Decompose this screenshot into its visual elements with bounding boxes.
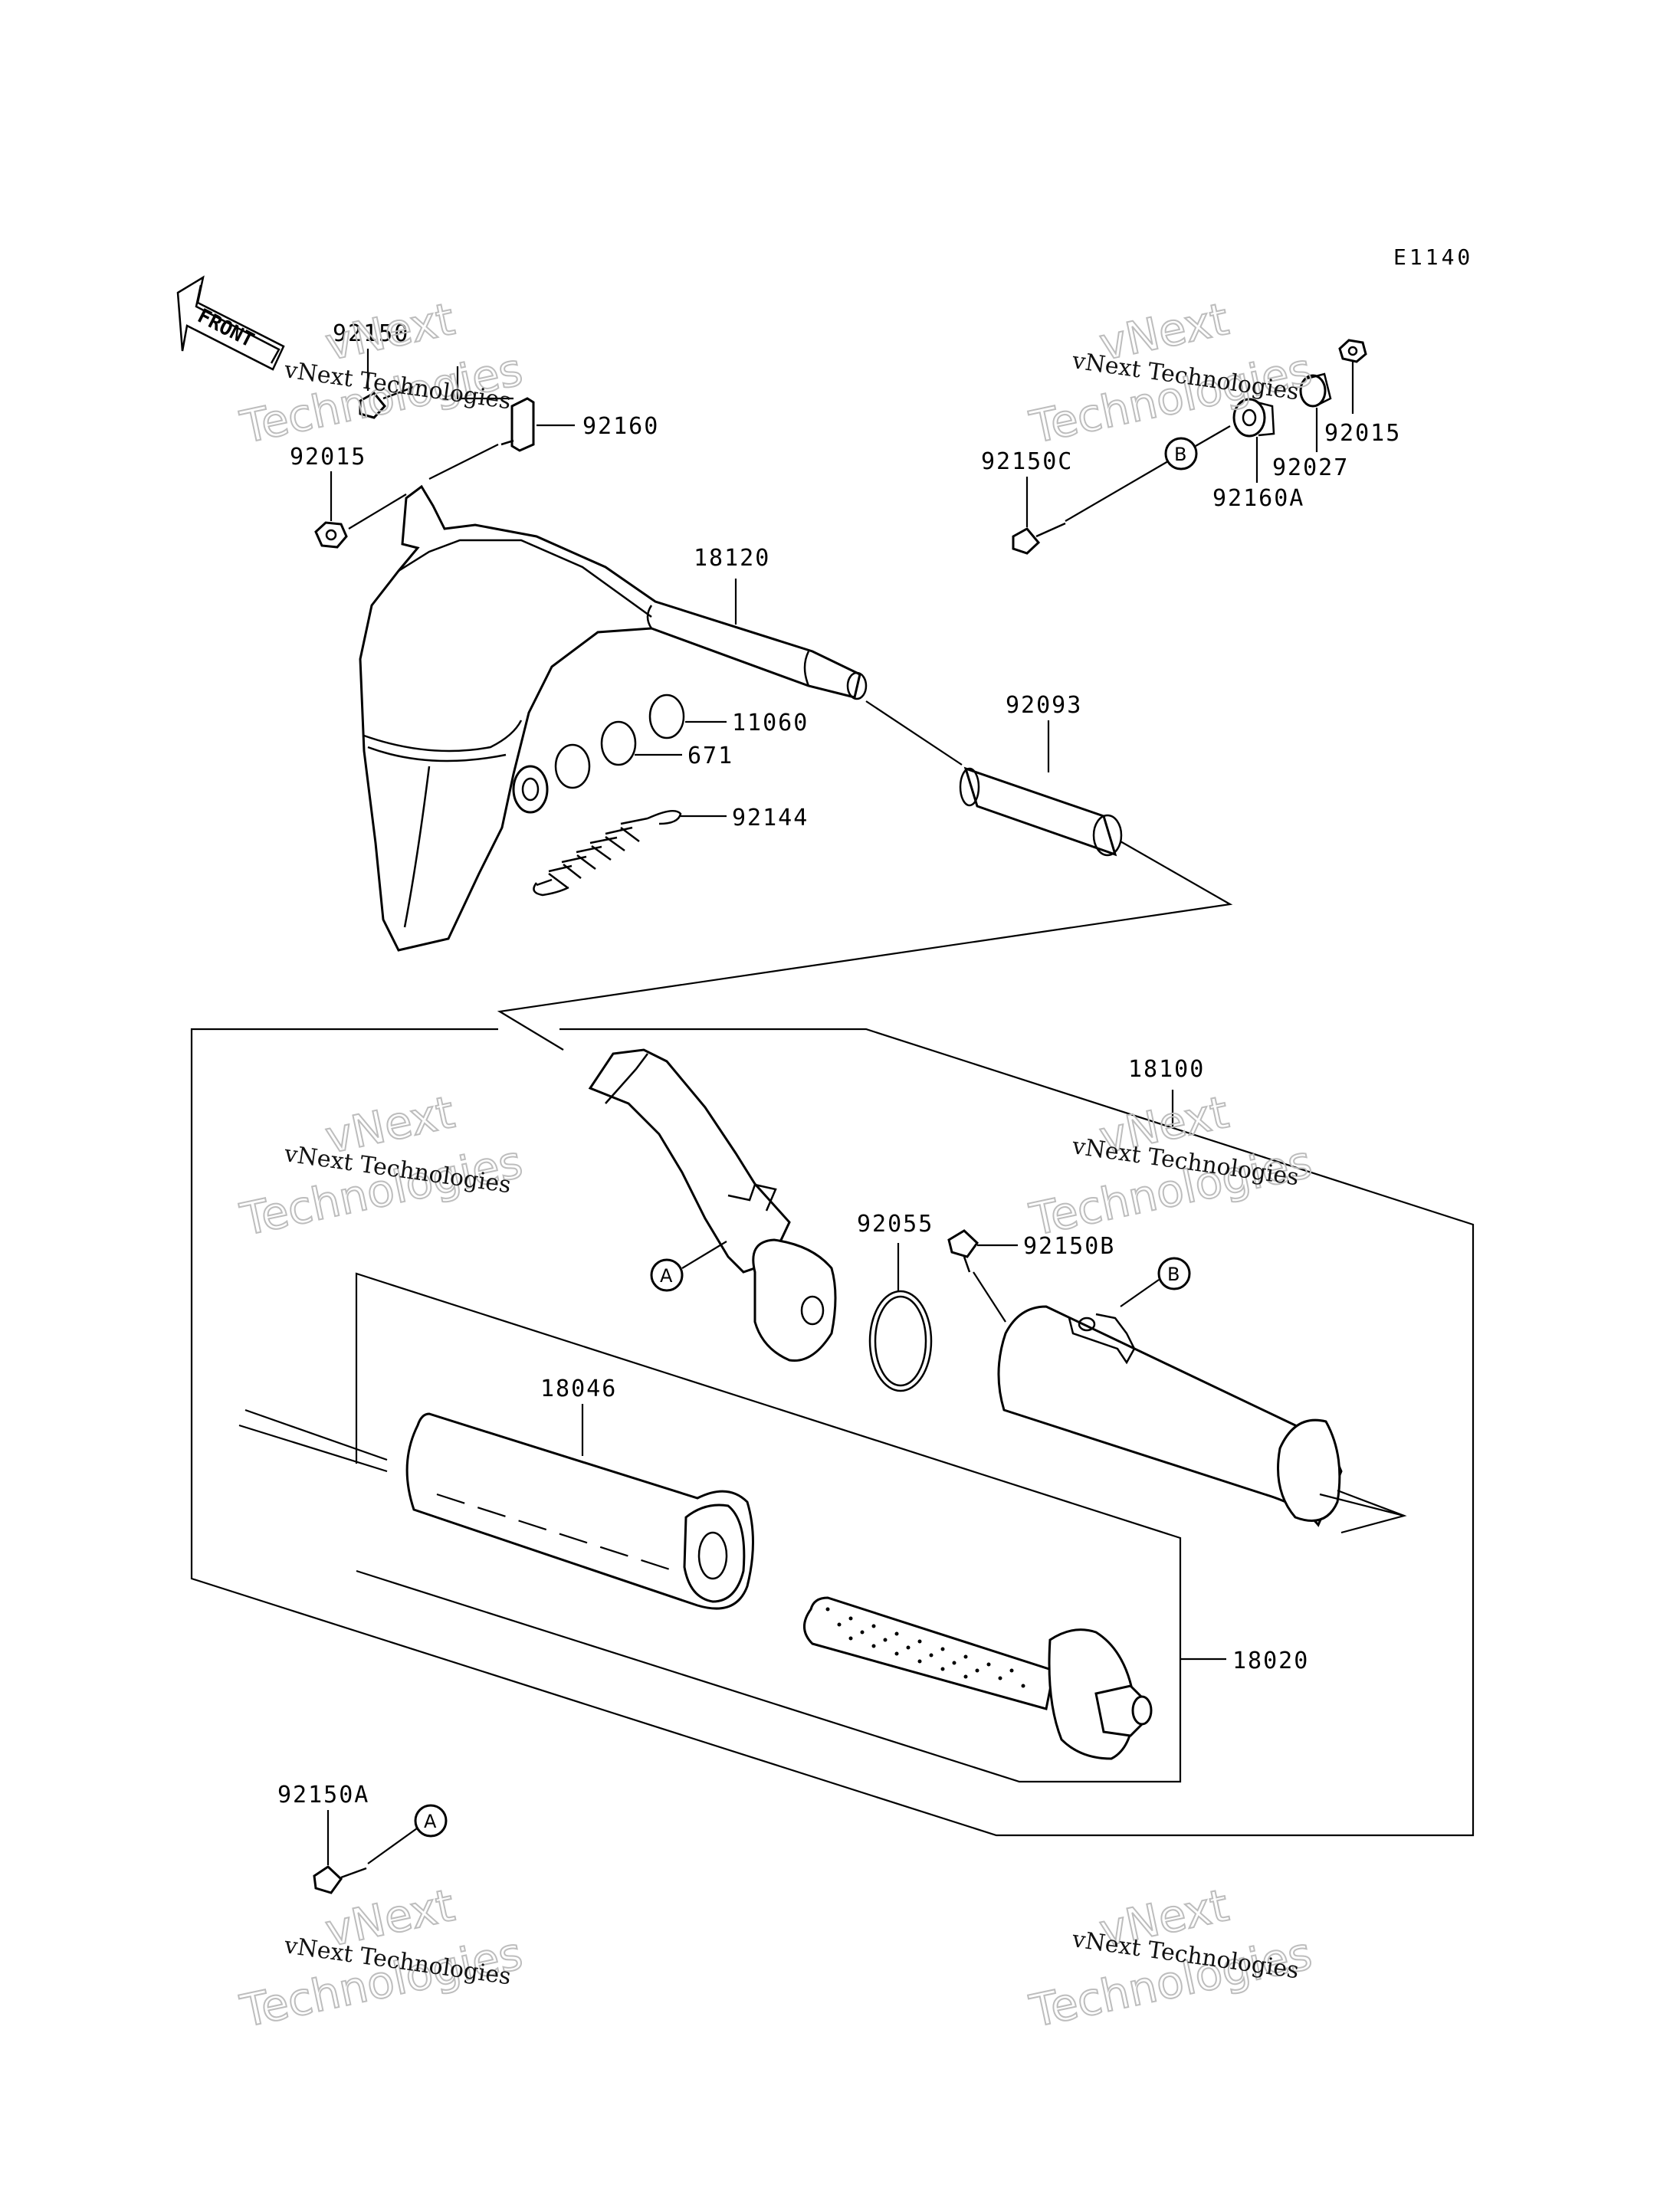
label-92150A: 92150A [277, 1782, 369, 1808]
label-92015-right: 92015 [1324, 420, 1401, 447]
nut-92015-right [1338, 339, 1367, 363]
label-92055: 92055 [857, 1211, 934, 1238]
label-92160A: 92160A [1212, 485, 1304, 512]
label-18100: 18100 [1128, 1056, 1205, 1083]
label-92093: 92093 [1006, 692, 1082, 719]
front-arrow-icon: FRONT [176, 275, 285, 371]
watermark-mid-right: vNext Technologies vNext Technologies [1025, 1085, 1317, 1247]
core-18020 [803, 1596, 1153, 1760]
insulation-18046 [405, 1412, 754, 1610]
label-11060: 11060 [732, 710, 809, 736]
bracket-92160 [500, 397, 535, 452]
o-ring-671-a [600, 720, 637, 766]
label-18020: 18020 [1232, 1648, 1309, 1674]
pipe-92093 [959, 766, 1123, 857]
o-ring-671-b [554, 743, 591, 789]
bolt-92150C [1012, 522, 1066, 555]
callout-a-bottom: A [414, 1804, 448, 1838]
label-92150B: 92150B [1023, 1233, 1115, 1260]
gasket-92055 [868, 1290, 933, 1392]
svg-text:A: A [660, 1265, 673, 1287]
bolt-92150A [313, 1865, 367, 1894]
muffler-shell [997, 1305, 1343, 1527]
svg-text:B: B [1174, 444, 1186, 465]
svg-text:B: B [1167, 1264, 1180, 1285]
bolt-92150B [947, 1229, 979, 1273]
label-92160: 92160 [582, 413, 659, 440]
watermark-top-left: vNext Technologies vNext Technologies [235, 292, 528, 454]
label-92027: 92027 [1272, 454, 1349, 481]
label-92150: 92150 [333, 320, 409, 347]
o-ring-11060 [648, 694, 685, 739]
label-671: 671 [687, 743, 733, 769]
watermark-mid-left: vNext Technologies vNext Technologies [235, 1085, 528, 1247]
callout-b-top: B [1164, 437, 1198, 471]
bolt-92150 [359, 385, 415, 419]
svg-text:A: A [424, 1811, 437, 1832]
front-pipe [588, 1048, 837, 1362]
label-92144: 92144 [732, 805, 809, 831]
watermark-bottom-left: vNext Technologies vNext Technologies [235, 1878, 528, 2038]
callout-b-muffler: B [1157, 1257, 1191, 1290]
label-18046: 18046 [540, 1376, 617, 1402]
diagram-code: E1140 [1393, 244, 1473, 270]
nut-92015-left [314, 521, 348, 549]
collar-92027 [1299, 372, 1332, 408]
label-92150C: 92150C [981, 448, 1073, 475]
watermark-top-right: vNext Technologies vNext Technologies [1025, 292, 1317, 454]
callout-a-pipe: A [650, 1258, 684, 1292]
watermark-bottom-right: vNext Technologies vNext Technologies [1025, 1878, 1317, 2038]
label-92015-left: 92015 [290, 444, 366, 471]
label-18120: 18120 [694, 545, 770, 572]
spring-92144 [533, 809, 682, 897]
expansion-chamber-18120 [359, 484, 868, 952]
grommet-92160A [1232, 398, 1275, 438]
